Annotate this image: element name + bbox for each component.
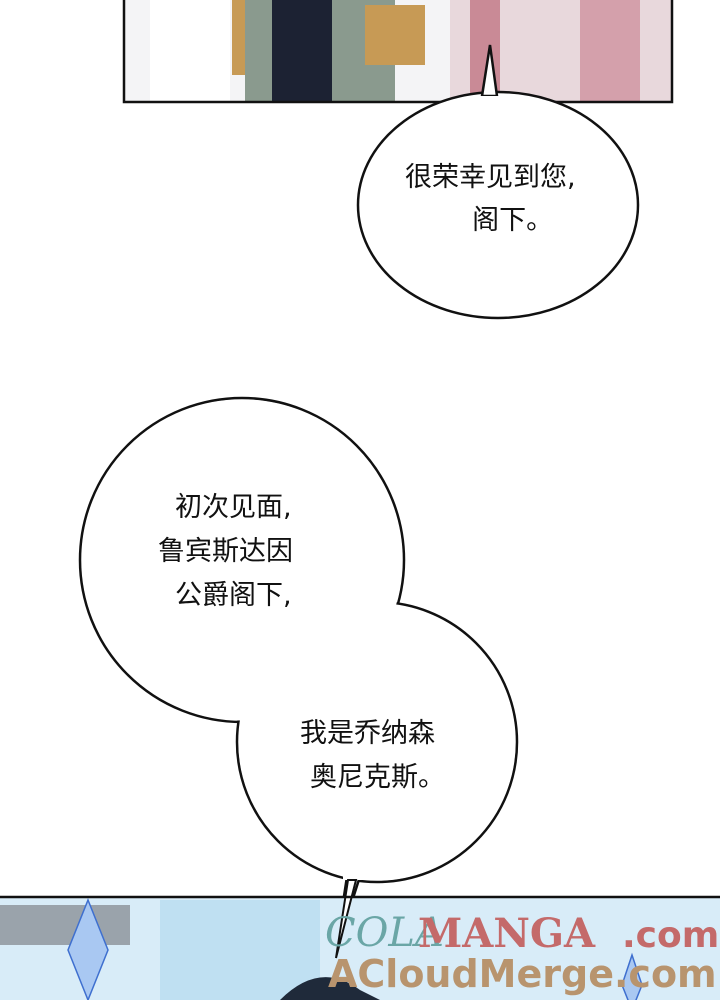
character-hair (280, 977, 380, 1000)
coat-inner (272, 0, 332, 102)
watermark-cola: COLA (325, 910, 444, 956)
bubble-2-line-2: 鲁宾斯达因 (158, 536, 293, 567)
bubble-1-line-1: 很荣幸见到您, (405, 162, 576, 193)
bubble-3-line-1: 我是乔纳森 (300, 718, 435, 749)
sleeve-right (365, 5, 425, 65)
sparkle-icon (67, 897, 109, 1000)
watermark-acloudmerge: ACloudMerge.com (328, 952, 717, 996)
bubble-1-line-2: 阁下。 (455, 205, 554, 236)
dress (580, 0, 640, 102)
bubble-2-line-1: 初次见面, (175, 492, 292, 523)
watermark-com: .com (622, 915, 720, 956)
speech-bubble-1 (356, 44, 640, 320)
bottom-panel (0, 879, 720, 1000)
bubble-3-line-2: 奥尼克斯。 (310, 762, 445, 793)
speech-bubble-2 (78, 396, 519, 956)
top-panel (122, 0, 674, 104)
sparkle-icon (621, 952, 643, 1000)
watermark-manga: MANGA (418, 910, 596, 957)
bubble-2-line-3: 公爵阁下, (175, 580, 292, 611)
